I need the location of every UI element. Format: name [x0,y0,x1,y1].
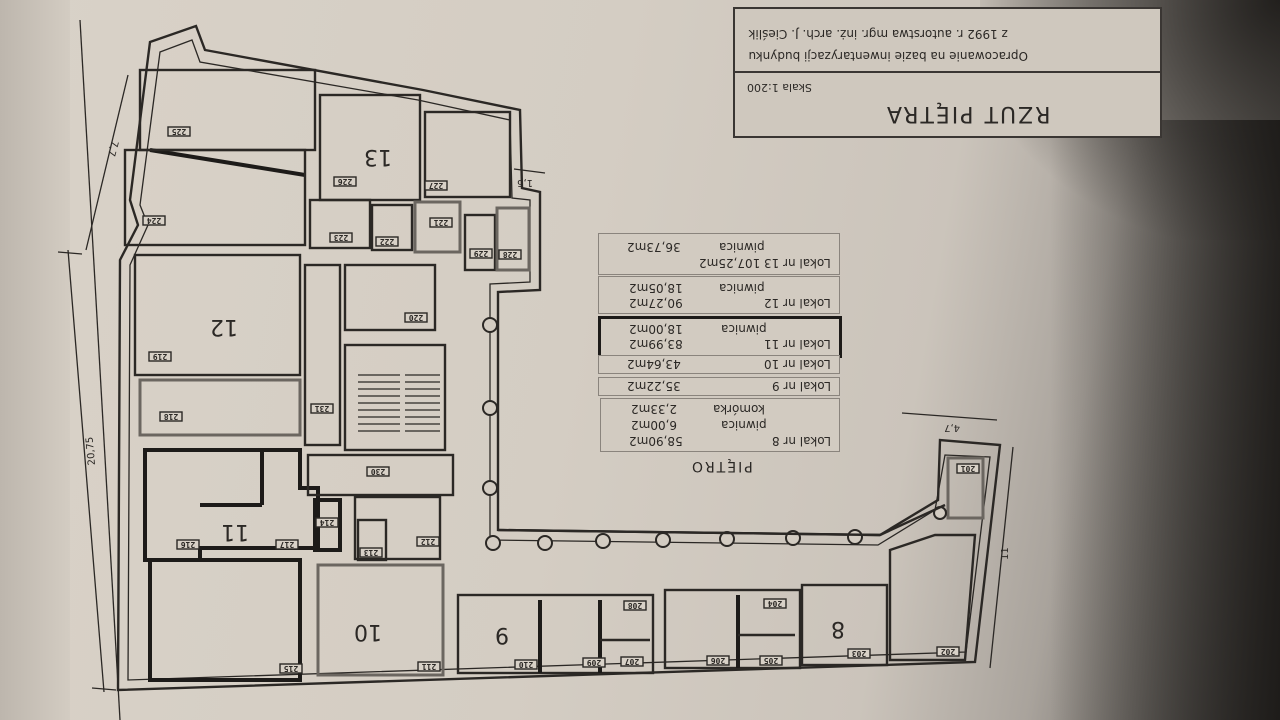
svg-text:212: 212 [421,537,436,546]
svg-text:224: 224 [147,216,162,225]
paper-edge [0,0,70,720]
svg-text:222: 222 [380,237,395,246]
svg-text:229: 229 [474,249,489,258]
svg-text:230: 230 [371,467,386,476]
legend-heading: PIĘTRO [690,458,753,474]
svg-text:201: 201 [961,464,976,473]
svg-text:219: 219 [153,352,168,361]
svg-text:209: 209 [587,658,602,667]
svg-text:220: 220 [409,313,424,322]
svg-text:223: 223 [334,233,349,242]
svg-text:221: 221 [434,218,449,227]
svg-text:211: 211 [422,662,437,671]
svg-text:20,75: 20,75 [85,436,98,465]
svg-text:210: 210 [519,660,534,669]
svg-text:228: 228 [503,250,518,259]
svg-text:205: 205 [764,656,779,665]
plan-title: RZUT PIĘTRA [885,101,1051,126]
legend-entry-12: Lokal nr 12 90,27m2 piwnica 18,05m2 [598,276,840,314]
svg-text:226: 226 [338,177,353,186]
legend-entry-13: Lokal nr 13 107,25m2 piwnica 36,73m2 [598,233,840,275]
svg-text:9: 9 [495,622,509,647]
svg-text:8: 8 [831,616,845,641]
svg-text:203: 203 [852,649,867,658]
unit-number-labels: 13 12 11 10 9 8 [210,144,845,647]
svg-text:207: 207 [625,657,640,666]
svg-text:11: 11 [1000,547,1011,560]
svg-text:202: 202 [941,647,956,656]
svg-text:10: 10 [354,619,382,644]
svg-text:13: 13 [364,144,392,169]
legend-entry-9: Lokal nr 9 35,22m2 [598,377,840,396]
svg-text:218: 218 [164,412,179,421]
legend-entry-8: Lokal nr 8 58,90m2 piwnica 6,00m2 komórk… [600,398,840,452]
note-line-1: Opracowanie na bazie inwentaryzacji budy… [748,49,1028,63]
svg-text:208: 208 [628,601,643,610]
title-note-row: Opracowanie na bazie inwentaryzacji budy… [735,9,1160,73]
svg-text:231: 231 [315,404,330,413]
legend-entry-10: Lokal nr 10 43,64m2 [598,355,840,374]
svg-text:216: 216 [181,540,196,549]
note-line-2: z 1992 r. autorstwa mgr. inż. arch. J. C… [748,27,1008,41]
svg-text:227: 227 [429,181,444,190]
svg-text:11: 11 [221,519,249,544]
legend-entry-11: Lokal nr 11 83,99m2 piwnica 18,00m2 [598,316,842,358]
room-tags: 225 226 227 224 223 222 221 229 228 220 … [142,126,980,674]
svg-text:214: 214 [320,518,335,527]
svg-text:12: 12 [210,314,238,339]
svg-text:206: 206 [711,656,726,665]
svg-text:217: 217 [280,540,295,549]
svg-text:215: 215 [284,664,299,673]
scale-label: Skala 1:200 [747,81,812,94]
svg-text:4,7: 4,7 [944,422,960,433]
svg-text:225: 225 [172,127,187,136]
svg-text:1,6: 1,6 [517,177,533,188]
svg-text:7,7: 7,7 [105,139,120,157]
svg-text:204: 204 [768,599,783,608]
svg-text:213: 213 [364,548,379,557]
shadow-right [1050,120,1280,720]
title-block: Opracowanie na bazie inwentaryzacji budy… [733,7,1162,138]
